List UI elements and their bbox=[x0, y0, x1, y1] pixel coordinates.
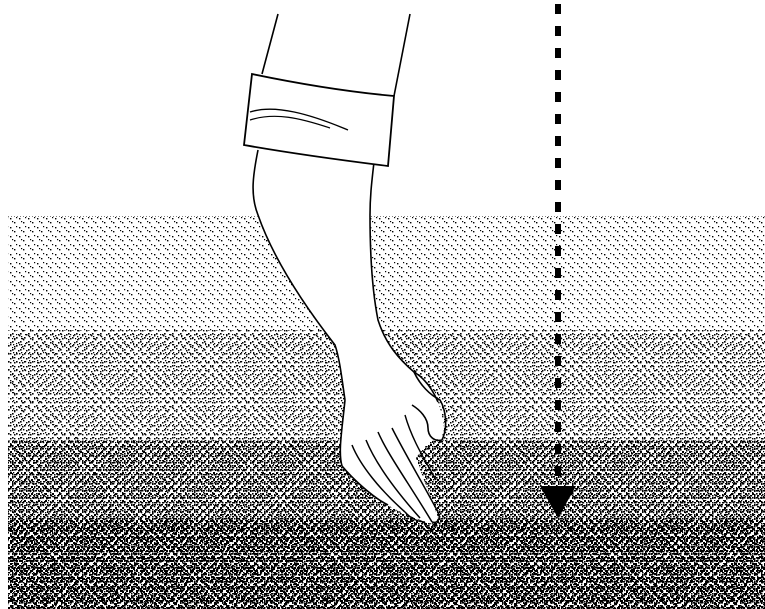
illustration bbox=[0, 0, 765, 609]
figure-canvas bbox=[0, 0, 765, 609]
